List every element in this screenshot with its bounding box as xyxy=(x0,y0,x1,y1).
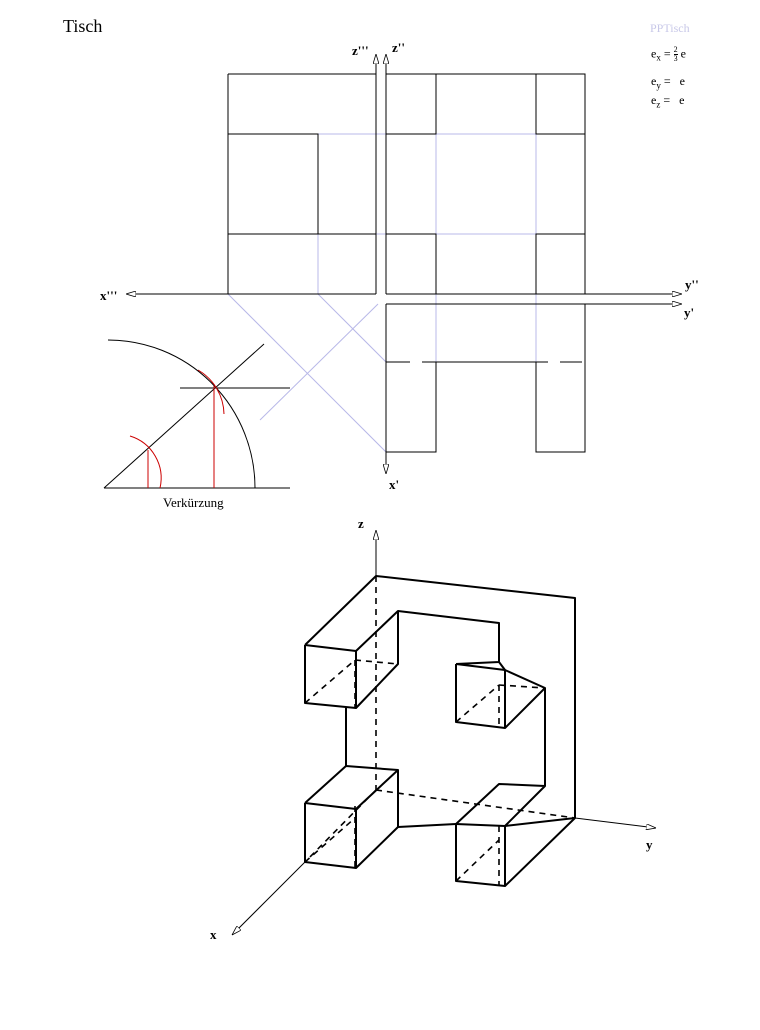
axis-label-x: x xyxy=(210,927,217,942)
axis-label-z2: z'' xyxy=(392,40,405,55)
view-axes xyxy=(126,54,682,474)
axis-label-y2: y'' xyxy=(685,277,699,292)
construction-lines xyxy=(227,74,585,453)
axonometric-axes xyxy=(232,530,656,935)
equation-ez: ez = e xyxy=(651,93,685,110)
axis-label-y1: y' xyxy=(684,305,695,320)
side-view xyxy=(386,73,586,294)
axonometric-table xyxy=(304,575,576,887)
verkuerzung-label: Verkürzung xyxy=(163,495,224,510)
equation-ey: ey = e xyxy=(651,74,685,91)
axis-label-z: z xyxy=(358,516,364,531)
axis-label-z3: z''' xyxy=(352,43,369,58)
legend-label: PPTisch xyxy=(650,21,690,35)
axis-label-x3: x''' xyxy=(100,288,118,303)
axis-label-y: y xyxy=(646,837,653,852)
front-view xyxy=(227,73,376,294)
shortening-construction xyxy=(103,339,290,489)
page-title: Tisch xyxy=(63,16,103,36)
top-view xyxy=(386,303,586,453)
axis-label-x1: x' xyxy=(389,477,400,492)
